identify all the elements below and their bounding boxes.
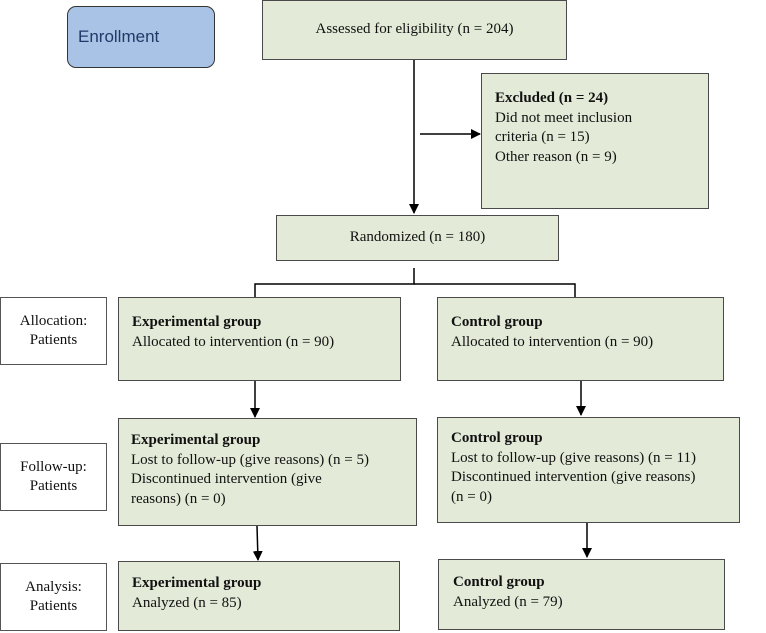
group-title: Experimental group bbox=[132, 575, 262, 591]
group-line: (n = 0) bbox=[451, 488, 492, 505]
group-title: Experimental group bbox=[132, 314, 262, 330]
assessed-text: Assessed for eligibility (n = 204) bbox=[315, 21, 514, 38]
analysis-control-box: Control group Analyzed (n = 79) bbox=[438, 559, 725, 630]
stage-label-line: Allocation: bbox=[19, 312, 88, 329]
allocation-experimental-box: Experimental group Allocated to interven… bbox=[118, 297, 401, 381]
randomized-box: Randomized (n = 180) bbox=[276, 215, 559, 261]
randomized-text: Randomized (n = 180) bbox=[349, 229, 486, 246]
group-line: Lost to follow-up (give reasons) (n = 11… bbox=[451, 449, 696, 466]
group-line: Analyzed (n = 85) bbox=[132, 594, 242, 611]
stage-label-line: Patients bbox=[29, 332, 78, 348]
group-title: Control group bbox=[451, 430, 543, 446]
enrollment-label: Enrollment bbox=[67, 6, 215, 68]
excluded-line: criteria (n = 15) bbox=[495, 129, 590, 145]
group-line: Discontinued intervention (give bbox=[131, 471, 322, 487]
group-line: Allocated to intervention (n = 90) bbox=[132, 333, 335, 350]
group-title: Control group bbox=[451, 314, 543, 330]
stage-label-line: Follow-up: bbox=[20, 458, 87, 475]
excluded-title: Excluded (n = 24) bbox=[495, 90, 609, 106]
analysis-experimental-box: Experimental group Analyzed (n = 85) bbox=[118, 561, 400, 631]
allocation-control-box: Control group Allocated to intervention … bbox=[437, 297, 724, 381]
group-title: Control group bbox=[453, 574, 545, 590]
branch-connector-right bbox=[414, 283, 576, 297]
excluded-box: Excluded (n = 24) Did not meet inclusion… bbox=[481, 73, 709, 209]
followup-control-box: Control group Lost to follow-up (give re… bbox=[437, 417, 740, 523]
group-line: Lost to follow-up (give reasons) (n = 5) bbox=[131, 451, 369, 468]
group-title: Experimental group bbox=[131, 432, 261, 448]
stage-label-allocation: Allocation: Patients bbox=[0, 297, 107, 365]
stage-label-line: Analysis: bbox=[25, 578, 82, 595]
stage-label-line: Patients bbox=[29, 478, 78, 494]
excluded-line: Did not meet inclusion bbox=[495, 109, 633, 126]
group-line: Allocated to intervention (n = 90) bbox=[451, 333, 654, 350]
stage-label-line: Patients bbox=[29, 598, 78, 614]
stage-label-followup: Follow-up: Patients bbox=[0, 443, 107, 511]
group-line: reasons) (n = 0) bbox=[131, 490, 226, 507]
stage-label-analysis: Analysis: Patients bbox=[0, 563, 107, 631]
branch-connector bbox=[254, 268, 415, 297]
excluded-line: Other reason (n = 9) bbox=[495, 148, 617, 165]
arrow-exp-followup-to-analysis bbox=[252, 525, 263, 561]
assessed-box: Assessed for eligibility (n = 204) bbox=[262, 0, 567, 60]
group-line: Analyzed (n = 79) bbox=[453, 593, 563, 610]
followup-experimental-box: Experimental group Lost to follow-up (gi… bbox=[118, 418, 417, 526]
group-line: Discontinued intervention (give reasons) bbox=[451, 469, 696, 485]
